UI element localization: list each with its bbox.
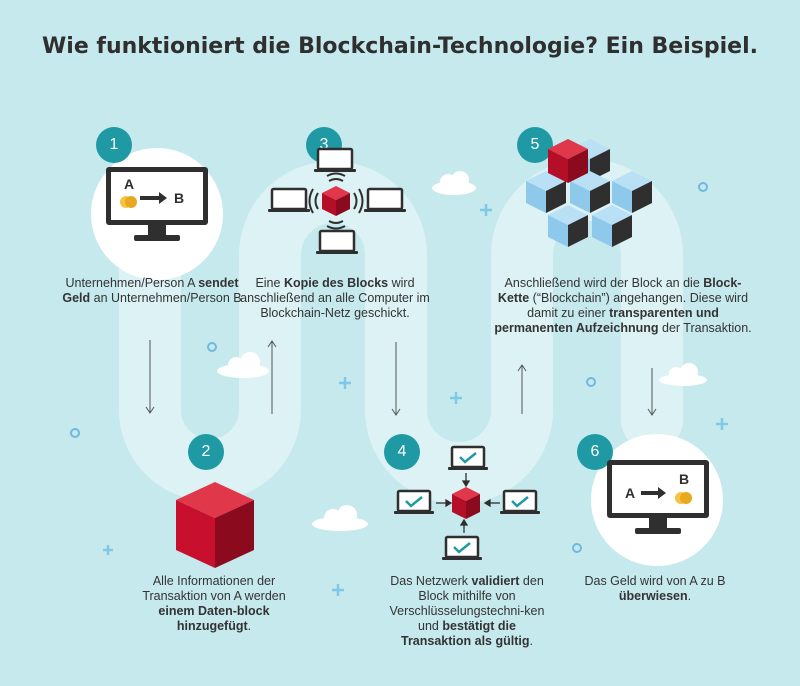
plain-text: Anschließend wird der Block an die [504, 276, 704, 290]
laptop-icon [448, 445, 488, 470]
step-badge-4: 4 [384, 434, 420, 470]
inbound-arrows [436, 473, 500, 533]
down-arrow-icon [647, 368, 657, 416]
laptop-icon [442, 535, 482, 560]
plain-text: an Unternehmen/Person B [90, 291, 242, 305]
blue-cube-icon [612, 171, 652, 213]
check-icon [405, 496, 423, 508]
cube-chain-icon [526, 139, 652, 247]
plain-text: wird anschließend an alle Computer im Bl… [240, 276, 430, 320]
emphasis-text: überwiesen [618, 589, 688, 603]
laptop-icon [394, 489, 434, 514]
monitor-label-from: A [625, 485, 635, 501]
monitor-icon: A B [607, 460, 709, 534]
monitor-label-to: B [174, 190, 184, 206]
red-block-icon [452, 487, 480, 519]
down-arrow-icon [145, 340, 155, 414]
emphasis-text: validiert [471, 574, 520, 588]
step-badge-2: 2 [188, 434, 224, 470]
arrow-right-icon [641, 487, 666, 499]
ring-icon [70, 182, 708, 553]
plain-text: Alle Informationen der Transaktion von A… [142, 574, 286, 603]
wifi-signal-icon [308, 172, 364, 230]
plain-text: Unternehmen/Person A [65, 276, 199, 290]
check-icon [453, 542, 471, 554]
step-text-5: Anschließend wird der Block an die Block… [492, 276, 754, 336]
blue-cube-icon [548, 205, 588, 247]
check-icon [459, 452, 477, 464]
plain-text: . [687, 589, 692, 603]
cloud-icon [217, 352, 269, 378]
cloud-icon [659, 363, 707, 386]
step-text-1: Unternehmen/Person A sendet Geld an Unte… [62, 276, 242, 306]
check-icon [511, 496, 529, 508]
step-text-2: Alle Informationen der Transaktion von A… [132, 574, 296, 634]
laptop-icon [268, 187, 310, 212]
plain-text: der Transaktion. [658, 321, 752, 335]
broadcast-network-icon [268, 147, 406, 254]
monitor-icon: A B [106, 167, 208, 241]
red-block-icon [548, 139, 588, 183]
coins-icon [675, 492, 692, 504]
arrow-right-icon [140, 192, 167, 204]
monitor-label-from: A [124, 176, 134, 192]
plus-icon [103, 204, 728, 596]
red-block-icon [176, 482, 254, 568]
blue-cube-icon [592, 205, 632, 247]
laptop-icon [364, 187, 406, 212]
laptop-icon [500, 489, 540, 514]
plain-text: Eine [255, 276, 284, 290]
plain-text: den Block mithilfe von Verschlüsselungst… [389, 574, 545, 633]
step-badge-1: 1 [96, 127, 132, 163]
monitor-label-to: B [679, 471, 689, 487]
step-text-4: Das Netzwerk validiert den Block mithilf… [384, 574, 550, 649]
emphasis-text: Block-Kette [497, 276, 742, 305]
step-badge-5: 5 [517, 127, 553, 163]
coins-icon [120, 196, 137, 208]
validation-network-icon [394, 445, 540, 560]
step-text-3: Eine Kopie des Blocks wird anschließend … [240, 276, 430, 321]
laptop-icon [314, 147, 356, 172]
page-title: Wie funktioniert die Blockchain-Technolo… [42, 34, 758, 59]
emphasis-text: sendet Geld [62, 276, 239, 305]
up-arrow-icon [517, 364, 527, 414]
emphasis-text: Kopie des Blocks [283, 276, 389, 290]
emphasis-text: bestätigt die Transaktion als gültig [401, 619, 530, 648]
plain-text: Das Geld wird von A zu B [584, 574, 726, 588]
cloud-icon [432, 171, 476, 195]
red-block-icon [322, 186, 350, 216]
up-arrow-icon [267, 340, 277, 414]
plain-text: . [247, 619, 252, 633]
plain-text: Das Netzwerk [390, 574, 472, 588]
emphasis-text: einem Daten-block hinzugefügt [158, 604, 270, 633]
step-badge-6: 6 [577, 434, 613, 470]
laptop-icon [316, 229, 358, 254]
plain-text: . [529, 634, 533, 648]
step-text-6: Das Geld wird von A zu B überwiesen. [580, 574, 730, 604]
down-arrow-icon [391, 342, 401, 416]
cloud-icon [312, 505, 368, 531]
emphasis-text: transparenten und permanenten Aufzeichnu… [494, 306, 719, 335]
plain-text: (“Blockchain”) angehangen. Diese wird da… [527, 291, 749, 320]
